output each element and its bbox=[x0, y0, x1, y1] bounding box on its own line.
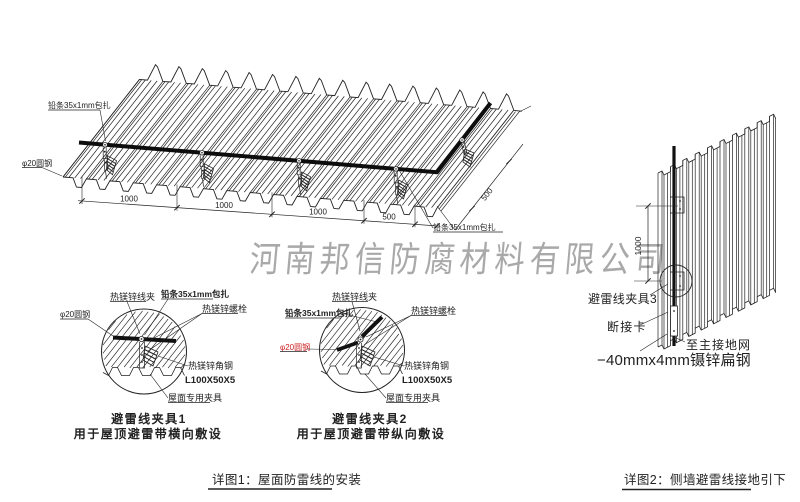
svg-text:热镁锌螺栓: 热镁锌螺栓 bbox=[411, 305, 456, 316]
svg-text:热镁锌线夹: 热镁锌线夹 bbox=[110, 291, 155, 302]
svg-text:热镁锌螺栓: 热镁锌螺栓 bbox=[202, 303, 247, 314]
svg-text:1000: 1000 bbox=[215, 201, 233, 210]
svg-text:φ20圆钢: φ20圆钢 bbox=[60, 309, 90, 319]
svg-text:避雷线夹具3: 避雷线夹具3 bbox=[588, 292, 657, 306]
svg-text:河南邦信防腐材料有限公司: 河南邦信防腐材料有限公司 bbox=[248, 239, 671, 279]
svg-text:1000: 1000 bbox=[633, 236, 643, 255]
svg-text:1000: 1000 bbox=[309, 208, 327, 217]
svg-text:铅条35x1mm包扎: 铅条35x1mm包扎 bbox=[433, 222, 496, 232]
svg-text:φ20圆钢: φ20圆钢 bbox=[22, 158, 52, 168]
svg-text:500: 500 bbox=[382, 213, 396, 222]
svg-text:用于屋顶避雷带纵向敷设: 用于屋顶避雷带纵向敷设 bbox=[296, 426, 446, 441]
svg-text:热镁锌角钢: 热镁锌角钢 bbox=[404, 360, 449, 371]
svg-text:L100X50X5: L100X50X5 bbox=[402, 375, 453, 386]
svg-text:避雷线夹具2: 避雷线夹具2 bbox=[332, 411, 408, 426]
svg-text:铅条35x1mm包扎: 铅条35x1mm包扎 bbox=[284, 308, 354, 318]
svg-text:详图1：屋面防雷线的安装: 详图1：屋面防雷线的安装 bbox=[212, 472, 361, 487]
svg-text:详图2：侧墙避雷线接地引下: 详图2：侧墙避雷线接地引下 bbox=[624, 472, 786, 487]
svg-text:至主接地网: 至主接地网 bbox=[686, 337, 751, 352]
svg-text:用于屋顶避雷带横向敷设: 用于屋顶避雷带横向敷设 bbox=[73, 426, 223, 441]
svg-text:L100X50X5: L100X50X5 bbox=[185, 375, 236, 386]
svg-text:热镁锌角钢: 热镁锌角钢 bbox=[188, 360, 233, 371]
svg-text:铅条35x1mm包扎: 铅条35x1mm包扎 bbox=[160, 289, 230, 299]
svg-text:−40mmx4mm镊锌扁钢: −40mmx4mm镊锌扁钢 bbox=[597, 352, 751, 369]
svg-text:φ20圆钢: φ20圆钢 bbox=[280, 342, 310, 352]
svg-text:屋面专用夹具: 屋面专用夹具 bbox=[168, 392, 222, 403]
svg-text:避雷线夹具1: 避雷线夹具1 bbox=[111, 411, 187, 426]
svg-text:屋面专用夹具: 屋面专用夹具 bbox=[386, 392, 440, 403]
svg-text:热镁锌线夹: 热镁锌线夹 bbox=[332, 291, 377, 302]
svg-text:1000: 1000 bbox=[120, 194, 138, 203]
svg-text:铅条35x1mm包扎: 铅条35x1mm包扎 bbox=[48, 100, 111, 110]
svg-text:断接卡: 断接卡 bbox=[607, 319, 647, 334]
